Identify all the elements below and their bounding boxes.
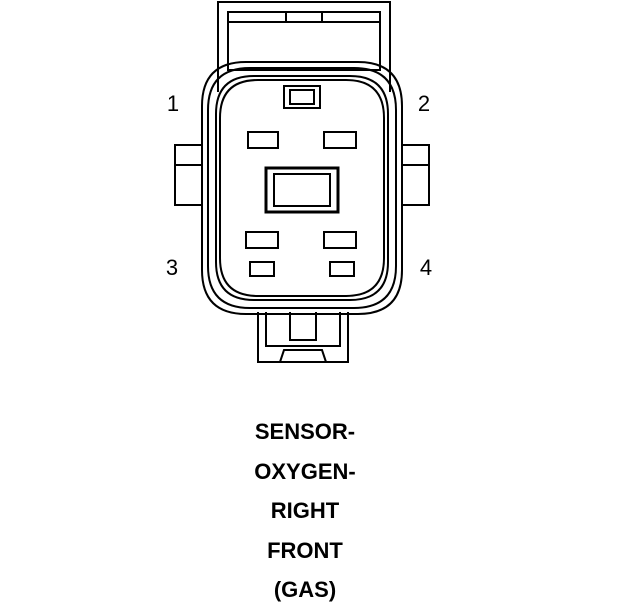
caption-line: SENSOR- <box>254 419 356 444</box>
top-latch <box>217 1 391 92</box>
left-side-tab <box>174 144 202 206</box>
caption-line: (GAS) <box>273 577 337 602</box>
connector-caption: SENSOR- OXYGEN- RIGHT FRONT (GAS) <box>0 412 610 610</box>
bottom-latch <box>257 312 349 363</box>
caption-line: OXYGEN- <box>254 458 356 484</box>
pin-cavities <box>245 85 357 277</box>
connector-body <box>201 61 403 315</box>
caption-line: FRONT <box>267 537 343 563</box>
pin-label-4: 4 <box>420 255 432 280</box>
pin-label-2: 2 <box>418 91 430 116</box>
caption-line: RIGHT <box>270 498 340 523</box>
right-side-tab <box>402 144 430 206</box>
pin-label-1: 1 <box>167 91 179 116</box>
pin-label-3: 3 <box>166 255 178 280</box>
